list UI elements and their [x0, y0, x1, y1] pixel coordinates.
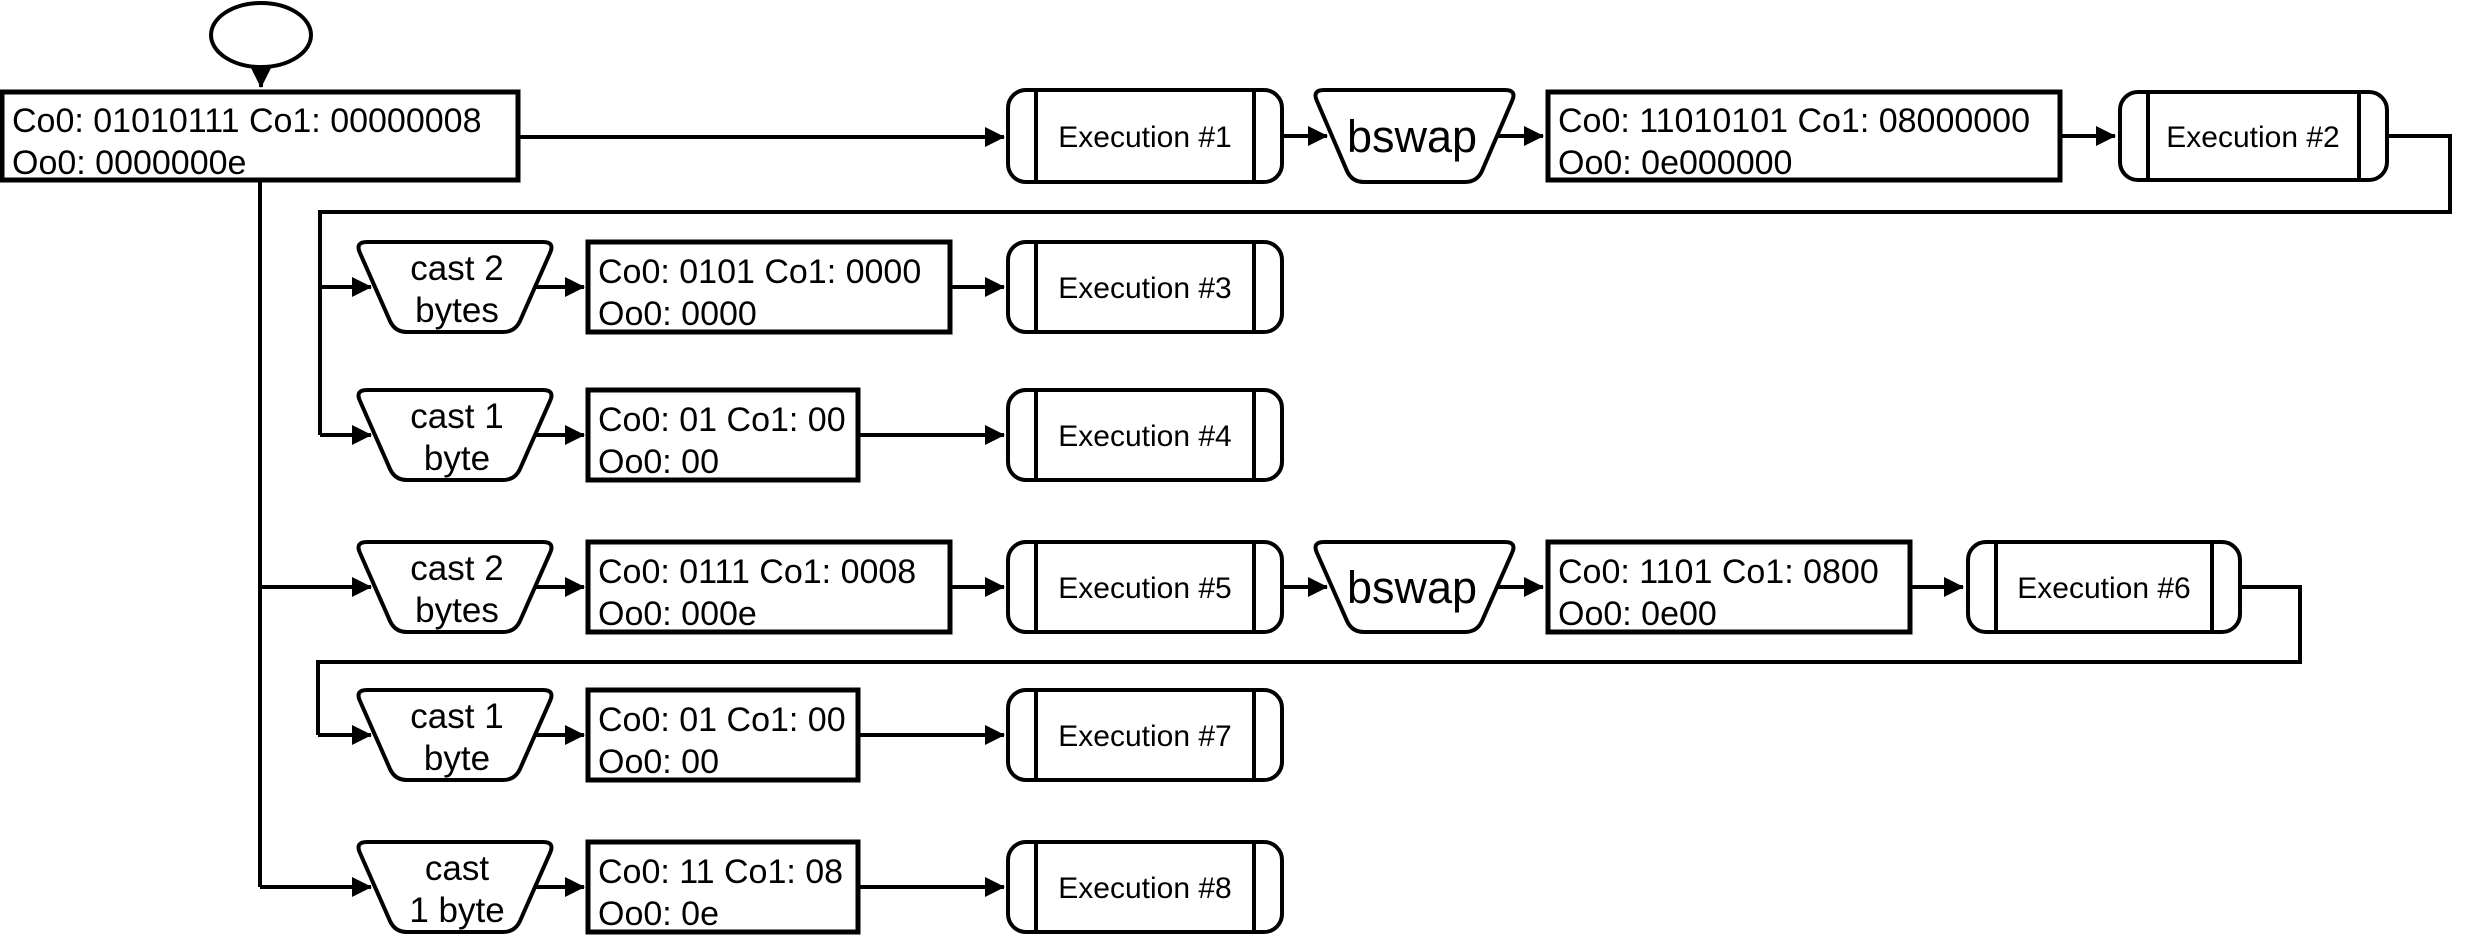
data6-line2: Oo0: 00: [598, 743, 719, 781]
data4-line1: Co0: 0111 Co1: 0008: [598, 553, 916, 591]
cast2b-line2: bytes: [415, 591, 499, 630]
data3-node: Co0: 01 Co1: 00 Oo0: 00: [585, 387, 861, 483]
data4-line2: Oo0: 000e: [598, 595, 757, 633]
data7-node: Co0: 11 Co1: 08 Oo0: 0e: [585, 839, 861, 935]
cast1b-line1: cast 1: [410, 697, 503, 736]
data1-line2: Oo0: 0e000000: [1558, 144, 1792, 182]
cast1c-line2: 1 byte: [409, 891, 504, 930]
input-line1: Co0: 01010111 Co1: 00000008: [12, 102, 481, 140]
data5-line2: Oo0: 0e00: [1558, 595, 1717, 633]
cast1a-line2: byte: [424, 439, 490, 478]
cast2a-line1: cast 2: [410, 249, 503, 288]
exec2-node: Execution #2: [2118, 90, 2389, 182]
cast1b-node: cast 1 byte: [356, 688, 554, 782]
exec8-label: Execution #8: [1058, 872, 1231, 905]
data1-node: Co0: 11010101 Co1: 08000000 Oo0: 0e00000…: [1545, 89, 2063, 183]
cast2a-node: cast 2 bytes: [356, 240, 554, 334]
cast1c-node: cast 1 byte: [356, 840, 554, 934]
exec4-label: Execution #4: [1058, 420, 1231, 453]
exec6-node: Execution #6: [1966, 540, 2242, 634]
exec2-label: Execution #2: [2166, 121, 2339, 154]
data1-line1: Co0: 11010101 Co1: 08000000: [1558, 102, 2030, 140]
data7-line1: Co0: 11 Co1: 08: [598, 853, 843, 891]
exec6-label: Execution #6: [2017, 572, 2190, 605]
data2-node: Co0: 0101 Co1: 0000 Oo0: 0000: [585, 239, 953, 335]
data7-line2: Oo0: 0e: [598, 895, 719, 933]
cast1b-line2: byte: [424, 739, 490, 778]
bswap1-node: bswap: [1313, 88, 1516, 184]
cast1c-line1: cast: [425, 849, 489, 888]
wrap-line-exec6: [316, 585, 2302, 735]
data4-node: Co0: 0111 Co1: 0008 Oo0: 000e: [585, 539, 953, 635]
exec7-node: Execution #7: [1006, 688, 1284, 782]
input-data-node: Co0: 01010111 Co1: 00000008 Oo0: 0000000…: [0, 89, 521, 183]
bswap2-node: bswap: [1313, 540, 1516, 634]
bswap1-label: bswap: [1347, 111, 1477, 162]
exec1-node: Execution #1: [1006, 88, 1284, 184]
data6-node: Co0: 01 Co1: 00 Oo0: 00: [585, 687, 861, 783]
exec3-node: Execution #3: [1006, 240, 1284, 334]
cast2b-line1: cast 2: [410, 549, 503, 588]
data5-line1: Co0: 1101 Co1: 0800: [1558, 553, 1879, 591]
exec3-label: Execution #3: [1058, 272, 1231, 305]
exec4-node: Execution #4: [1006, 388, 1284, 482]
exec1-label: Execution #1: [1058, 121, 1231, 154]
cast2a-line2: bytes: [415, 291, 499, 330]
data2-line1: Co0: 0101 Co1: 0000: [598, 253, 921, 291]
data3-line2: Oo0: 00: [598, 443, 719, 481]
exec5-label: Execution #5: [1058, 572, 1231, 605]
data5-node: Co0: 1101 Co1: 0800 Oo0: 0e00: [1545, 539, 1913, 635]
start-oval: [209, 1, 313, 69]
exec8-node: Execution #8: [1006, 840, 1284, 934]
cast1a-line1: cast 1: [410, 397, 503, 436]
connectors: [251, 66, 2452, 897]
data2-line2: Oo0: 0000: [598, 295, 757, 333]
data3-line1: Co0: 01 Co1: 00: [598, 401, 846, 439]
exec5-node: Execution #5: [1006, 540, 1284, 634]
start-node: [209, 1, 313, 69]
cast2b-node: cast 2 bytes: [356, 540, 554, 634]
cast1a-node: cast 1 byte: [356, 388, 554, 482]
data6-line1: Co0: 01 Co1: 00: [598, 701, 846, 739]
input-line2: Oo0: 0000000e: [12, 144, 246, 182]
bswap2-label: bswap: [1347, 562, 1477, 613]
exec7-label: Execution #7: [1058, 720, 1231, 753]
